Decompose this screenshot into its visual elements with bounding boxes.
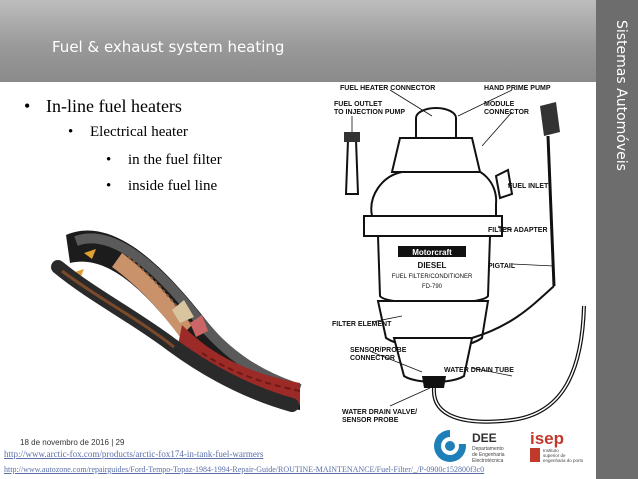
page-number: 29 xyxy=(115,438,125,447)
inline-heater-illustration xyxy=(51,230,302,412)
source-link-autozone[interactable]: http://www.autozone.com/repairguides/For… xyxy=(4,465,485,474)
dee-text: DEE xyxy=(472,431,497,445)
bullet-level3: •inside fuel line xyxy=(106,178,218,194)
header-band: Fuel & exhaust system heating xyxy=(0,0,596,82)
bullet-text: in the fuel filter xyxy=(128,152,222,168)
filter-type-sub: FUEL FILTER/CONDITIONER xyxy=(392,274,473,280)
label-water-drain-valve-sub: SENSOR PROBE xyxy=(342,417,399,424)
label-module-connector: MODULE xyxy=(484,101,515,108)
footer-date: 18 de novembro de 2016 | 29 xyxy=(20,438,124,447)
label-fuel-inlet: FUEL INLET xyxy=(508,183,549,190)
label-filter-adapter: FILTER ADAPTER xyxy=(488,227,548,234)
isep-sub-2: superior de xyxy=(543,453,566,458)
label-hand-prime-pump: HAND PRIME PUMP xyxy=(484,85,551,92)
label-pigtail: PIGTAIL xyxy=(488,263,516,270)
label-fuel-outlet: FUEL OUTLET xyxy=(334,101,383,108)
dee-sub-2: de Engenharia xyxy=(472,452,505,458)
bullet-level3: •in the fuel filter xyxy=(106,152,222,168)
fuel-filter-diagram: Motorcraft DIESEL FUEL FILTER/CONDITIONE… xyxy=(332,85,586,424)
bullet-text: In-line fuel heaters xyxy=(46,96,182,116)
bullet-text: Electrical heater xyxy=(90,124,188,140)
bullet-text: inside fuel line xyxy=(128,178,218,194)
isep-sub-1: Instituto xyxy=(543,448,559,453)
footer-separator: | xyxy=(111,438,116,447)
filter-brand: Motorcraft xyxy=(412,248,452,257)
filter-type: DIESEL xyxy=(418,261,447,270)
label-sensor-probe: SENSOR/PROBE xyxy=(350,347,407,354)
slide-title: Fuel & exhaust system heating xyxy=(52,38,285,56)
vertical-course-title: Sistemas Automóveis xyxy=(613,20,629,171)
label-sensor-probe-sub: CONNECTOR xyxy=(350,355,395,362)
bullet-level1: •In-line fuel heaters xyxy=(24,96,182,116)
dee-sub-3: Electrotécnica xyxy=(472,458,504,464)
label-module-connector-sub: CONNECTOR xyxy=(484,109,529,116)
label-water-drain-tube: WATER DRAIN TUBE xyxy=(444,367,514,374)
label-fuel-heater-connector: FUEL HEATER CONNECTOR xyxy=(340,85,435,92)
isep-text: isep xyxy=(530,429,564,448)
filter-model: FD-790 xyxy=(422,284,443,290)
isep-logo: isep Instituto superior de engenharia do… xyxy=(530,429,584,463)
dee-logo: DEE Departamento de Engenharia Electroté… xyxy=(434,430,505,464)
label-water-drain-valve: WATER DRAIN VALVE/ xyxy=(342,409,417,416)
label-fuel-outlet-sub: TO INJECTION PUMP xyxy=(334,109,405,116)
label-filter-element: FILTER ELEMENT xyxy=(332,321,392,328)
source-link-arctic-fox[interactable]: http://www.arctic-fox.com/products/arcti… xyxy=(4,449,264,459)
isep-sub-3: engenharia do porto xyxy=(543,458,584,463)
bullet-level2: •Electrical heater xyxy=(68,124,188,140)
side-band: Sistemas Automóveis xyxy=(596,0,638,479)
dee-sub-1: Departamento xyxy=(472,446,504,452)
footer-date-text: 18 de novembro de 2016 xyxy=(20,438,109,447)
